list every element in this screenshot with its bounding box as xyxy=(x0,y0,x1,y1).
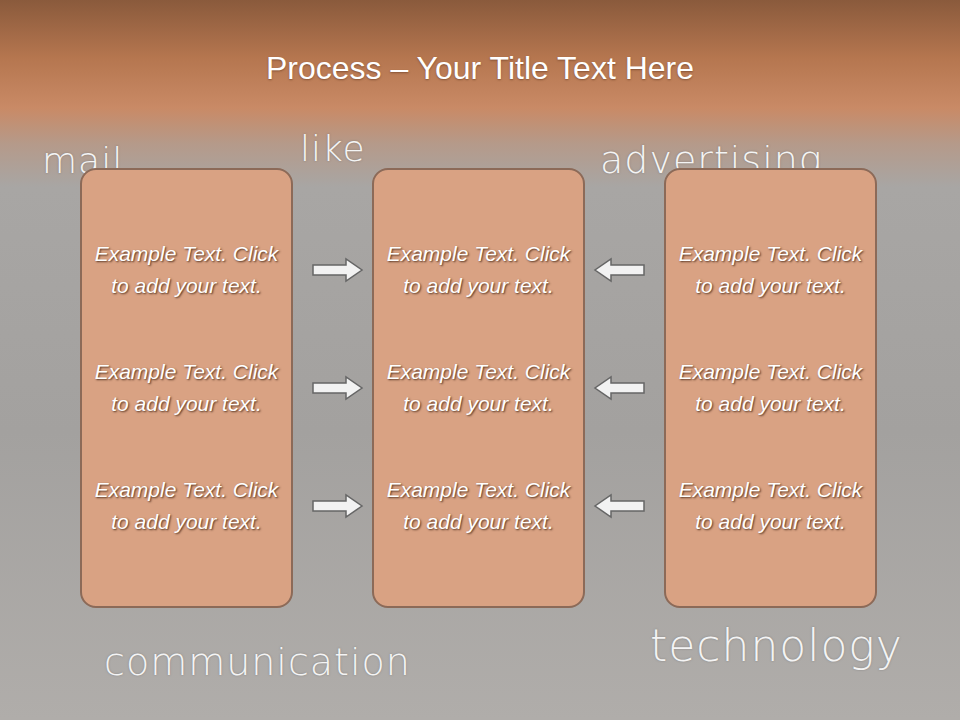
block-arrow xyxy=(595,259,644,281)
block-arrow xyxy=(313,259,362,281)
box-text: Example Text. Click to add your text. xyxy=(94,356,279,420)
block-arrow xyxy=(595,377,644,399)
process-box: Example Text. Click to add your text. Exa… xyxy=(80,168,293,608)
box-text: Example Text. Click to add your text. xyxy=(386,238,571,302)
box-text: Example Text. Click to add your text. xyxy=(386,474,571,538)
background-word: communication xyxy=(104,640,411,684)
box-text: Example Text. Click to add your text. xyxy=(678,474,863,538)
box-text: Example Text. Click to add your text. xyxy=(678,356,863,420)
block-arrow xyxy=(313,495,362,517)
block-arrow xyxy=(313,377,362,399)
process-box: Example Text. Click to add your text. Exa… xyxy=(664,168,877,608)
box-text: Example Text. Click to add your text. xyxy=(678,238,863,302)
slide-title: Process – Your Title Text Here xyxy=(0,50,960,87)
background-word: technology xyxy=(650,620,903,671)
box-text: Example Text. Click to add your text. xyxy=(386,356,571,420)
process-box: Example Text. Click to add your text. Exa… xyxy=(372,168,585,608)
box-text: Example Text. Click to add your text. xyxy=(94,474,279,538)
box-text: Example Text. Click to add your text. xyxy=(94,238,279,302)
background-word: like xyxy=(300,128,366,169)
block-arrow xyxy=(595,495,644,517)
